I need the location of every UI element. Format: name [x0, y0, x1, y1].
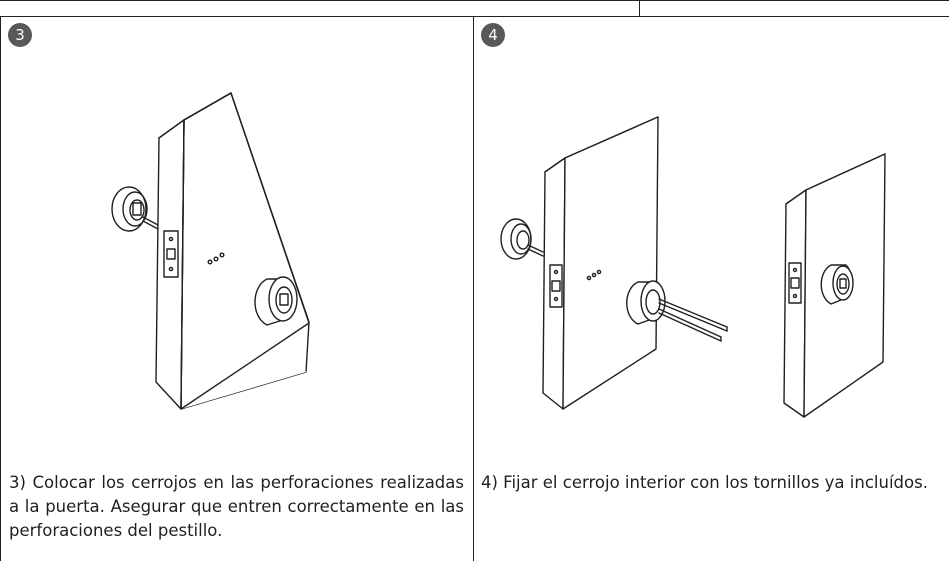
step-number-badge: 3 [8, 23, 32, 47]
step-4-caption: 4) Fijar el cerrojo interior con los tor… [481, 473, 928, 492]
top-rule [0, 0, 949, 1]
door-lock-illustration-step-3 [111, 92, 310, 410]
step-3-caption: 3) Colocar los cerrojos en las perforaci… [9, 473, 464, 540]
top-column-divider [639, 0, 640, 16]
step-number-badge: 4 [481, 23, 505, 47]
step-3-panel: 3 3) Colocar los cerrojos en las pe [0, 16, 474, 561]
door-lock-illustration-step-4 [500, 116, 886, 418]
step-4-panel: 4 [473, 16, 949, 561]
